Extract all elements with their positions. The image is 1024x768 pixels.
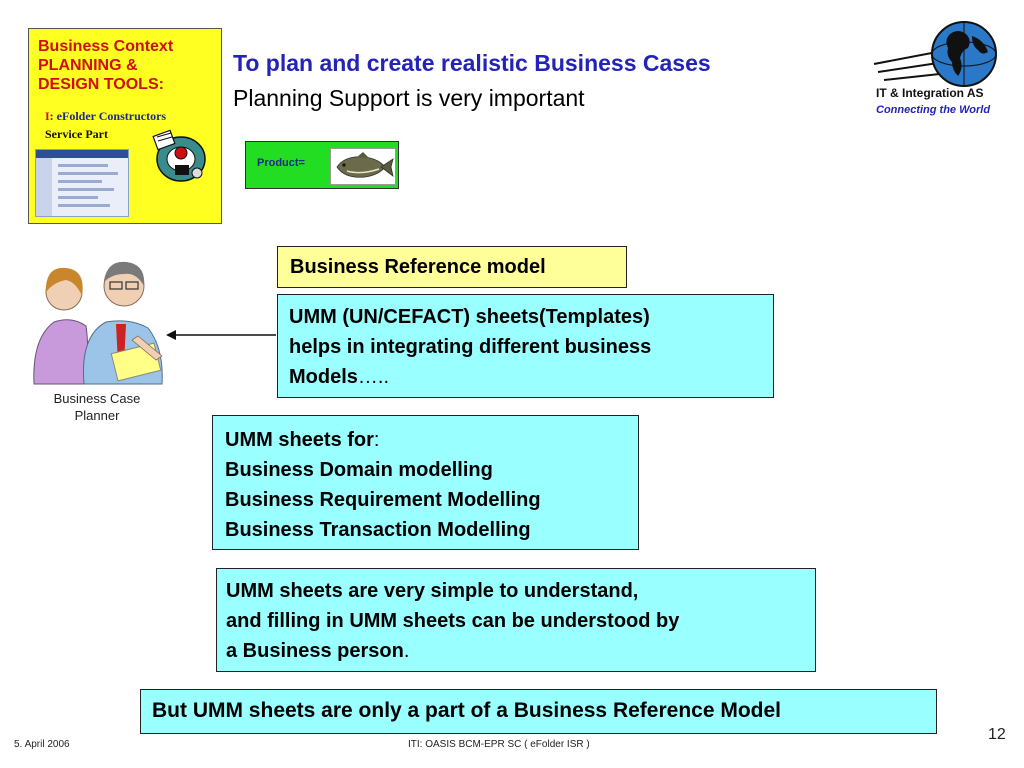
- logo-company-name: IT & Integration AS: [876, 86, 984, 100]
- context-part-label: Service Part: [45, 127, 108, 141]
- arrow-left-icon: [166, 330, 276, 340]
- umm-simple-line1: UMM sheets are very simple to understand…: [226, 580, 639, 602]
- context-roman-numeral: I: [45, 109, 50, 123]
- umm-simple-box: UMM sheets are very simple to understand…: [216, 568, 816, 672]
- umm-only-part-box: But UMM sheets are only a part of a Busi…: [140, 689, 937, 734]
- umm-requirement-modelling: Business Requirement Modelling: [225, 489, 541, 511]
- page-subtitle: Planning Support is very important: [233, 85, 585, 111]
- globe-icon: [873, 21, 997, 87]
- umm-simple-line2: and filling in UMM sheets can be underst…: [226, 610, 680, 632]
- umm-templates-line3: Models…..: [289, 362, 773, 392]
- umm-simple-line3-text: a Business person: [226, 640, 404, 662]
- context-subtitle-text: : eFolder Constructors: [49, 109, 167, 123]
- logo-tagline: Connecting the World: [876, 104, 991, 116]
- planner-caption-line2: Planner: [74, 408, 120, 423]
- fish-icon: [336, 152, 394, 178]
- umm-templates-line2: helps in integrating different business: [289, 336, 652, 358]
- efolder-screenshot-thumbnail: [35, 149, 129, 217]
- planner-caption-line1: Business Case: [53, 391, 141, 406]
- context-title-line1: Business Context: [38, 38, 174, 55]
- toolbox-person-icon: [152, 129, 206, 182]
- page-title: To plan and create realistic Business Ca…: [233, 50, 711, 76]
- context-title: Business Context PLANNING & DESIGN TOOLS…: [38, 37, 218, 94]
- page-number: 12: [988, 726, 1006, 743]
- people-icon: [33, 261, 163, 385]
- context-subtitle: I: eFolder Constructors: [45, 109, 166, 124]
- context-box: Business Context PLANNING & DESIGN TOOLS…: [28, 28, 222, 224]
- umm-templates-line1: UMM (UN/CEFACT) sheets(Templates): [289, 306, 650, 328]
- context-title-line3: DESIGN TOOLS:: [38, 76, 164, 93]
- context-title-line2: PLANNING &: [38, 57, 138, 74]
- umm-transaction-modelling: Business Transaction Modelling: [225, 519, 531, 541]
- umm-templates-ellipsis: …..: [357, 366, 390, 388]
- umm-only-part-label: But UMM sheets are only a part of a Busi…: [152, 699, 781, 722]
- product-box: Product=: [245, 141, 399, 189]
- footer-date: 5. April 2006: [14, 739, 70, 750]
- umm-templates-models: Models: [289, 366, 358, 388]
- footer-center-text: ITI: OASIS BCM-EPR SC ( eFolder ISR ): [408, 739, 590, 750]
- umm-sheets-for-heading: UMM sheets for:: [225, 425, 638, 455]
- brm-label: Business Reference model: [290, 256, 546, 278]
- umm-domain-modelling: Business Domain modelling: [225, 459, 493, 481]
- fish-image: [330, 148, 396, 185]
- umm-sheets-for-colon: :: [373, 429, 380, 451]
- umm-sheets-for-box: UMM sheets for: Business Domain modellin…: [212, 415, 639, 550]
- planner-caption: Business Case Planner: [32, 390, 162, 424]
- product-label: Product=: [257, 157, 305, 169]
- umm-templates-box: UMM (UN/CEFACT) sheets(Templates) helps …: [277, 294, 774, 398]
- business-reference-model-box: Business Reference model: [277, 246, 627, 288]
- umm-simple-period: .: [403, 640, 410, 662]
- umm-simple-line3: a Business person.: [226, 636, 815, 666]
- umm-sheets-for-label: UMM sheets for: [225, 429, 374, 451]
